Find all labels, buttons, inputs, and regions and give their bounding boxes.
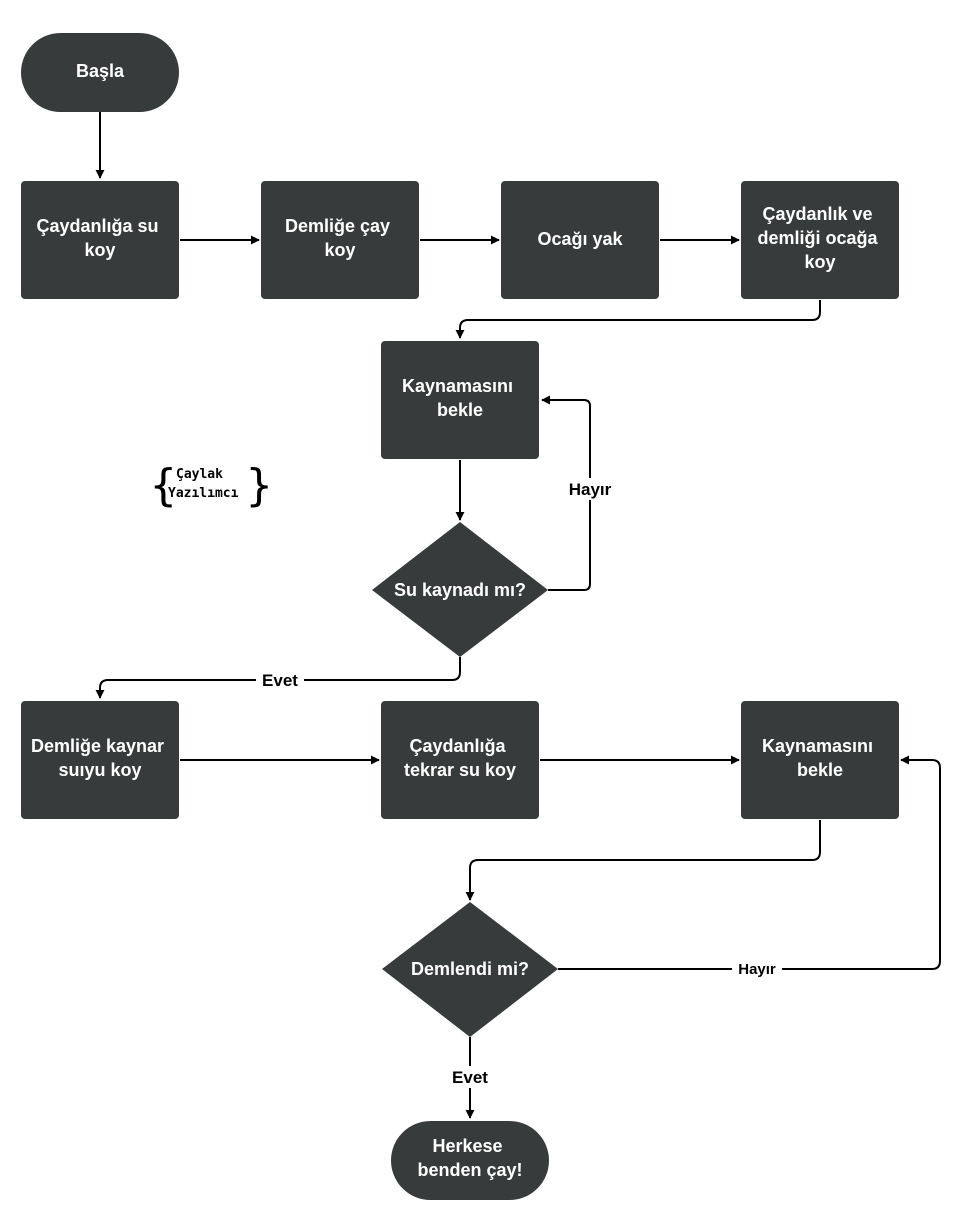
node-water	[21, 181, 179, 299]
logo-brace-right: }	[246, 460, 273, 511]
node-stove	[501, 181, 659, 299]
text-refill: Çaydanlığa tekrar su koy	[404, 736, 516, 780]
node-wait2	[741, 701, 899, 819]
label-brewed-yes: Evet	[452, 1068, 488, 1087]
logo-line-1: Çaylak	[176, 467, 223, 482]
label-brewed-no: Hayır	[738, 961, 776, 978]
node-tea	[261, 181, 419, 299]
node-wait1	[381, 341, 539, 459]
text-pour: Demliğe kaynar suıyu koy	[31, 736, 169, 780]
node-pour	[21, 701, 179, 819]
node-boiled-decision	[372, 522, 548, 657]
text-start: Başla	[76, 61, 125, 81]
logo-line-2: Yazılımcı	[168, 486, 239, 501]
logo: { Çaylak Yazılımcı }	[150, 460, 273, 511]
node-end	[391, 1121, 549, 1200]
text-tea: Demliğe çay koy	[285, 216, 395, 260]
text-wait1: Kaynamasını bekle	[402, 376, 518, 420]
logo-brace-left: {	[150, 460, 177, 511]
edge-brewed-no	[558, 755, 941, 970]
nodes	[21, 33, 899, 1200]
text-end: Herkese benden çay!	[417, 1136, 522, 1180]
text-water: Çaydanlığa su koy	[36, 216, 163, 260]
label-boiled-yes: Evet	[262, 671, 298, 690]
node-place	[741, 181, 899, 299]
node-refill	[381, 701, 539, 819]
node-brewed-decision	[382, 902, 558, 1037]
edge-labels: Hayır Evet Hayır Evet	[256, 478, 782, 1088]
text-wait2: Kaynamasını bekle	[762, 736, 878, 780]
text-place: Çaydanlık ve demliği ocağa koy	[757, 204, 882, 272]
text-brewed: Demlendi mi?	[411, 959, 529, 979]
text-boiled: Su kaynadı mı?	[394, 580, 526, 600]
edge-wait2-brewed	[465, 820, 821, 901]
node-labels: Başla Çaydanlığa su koy Demliğe çay koy …	[31, 61, 882, 1180]
edge-place-wait1	[455, 300, 821, 339]
node-start	[21, 33, 179, 112]
label-boiled-no: Hayır	[569, 480, 612, 499]
text-stove: Ocağı yak	[537, 229, 623, 249]
